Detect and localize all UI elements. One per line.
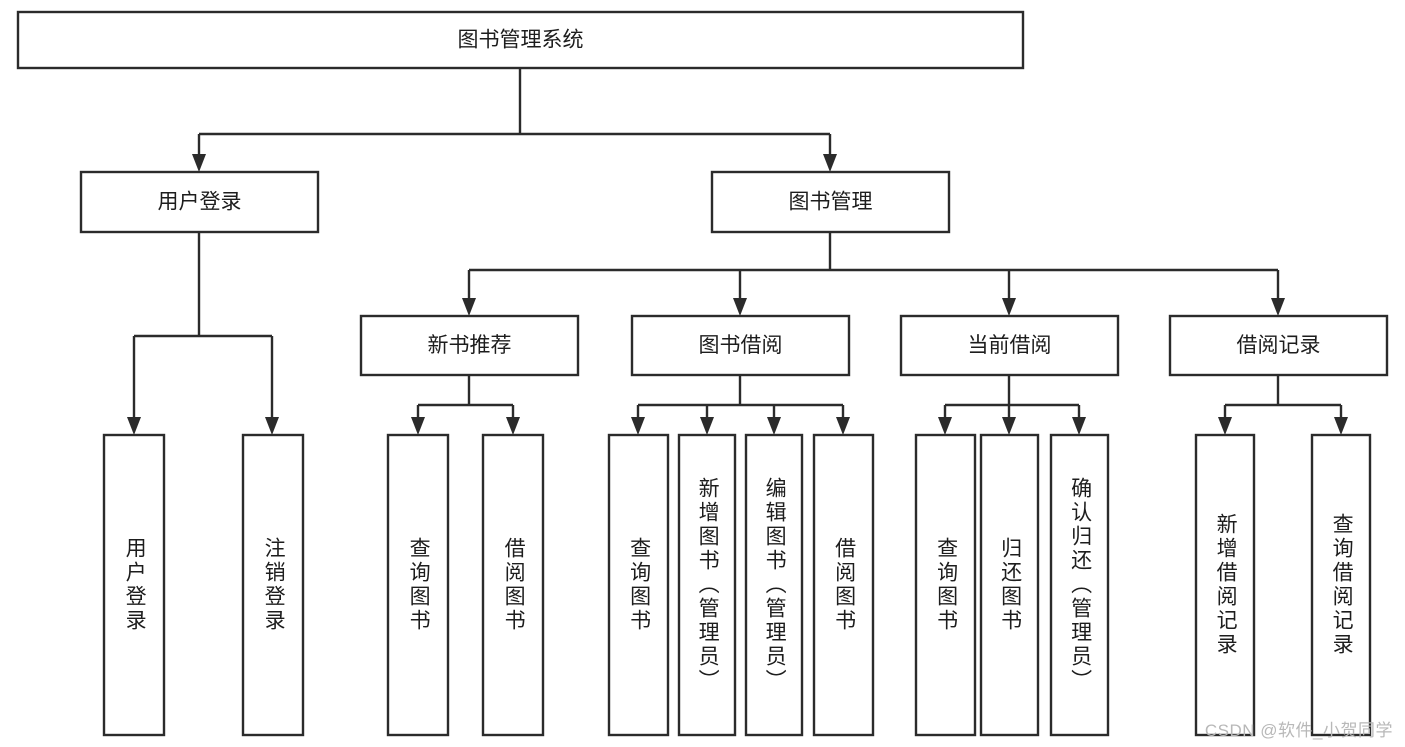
node-box-leaf-query-borrow-record[interactable] <box>1310 433 1372 737</box>
node-box-leaf-confirm-return-admin[interactable] <box>1049 433 1110 737</box>
arrow-head-icon <box>938 417 952 435</box>
node-box-borrow-record[interactable] <box>1168 314 1389 377</box>
node-box-leaf-return-book[interactable] <box>979 433 1040 737</box>
node-box-leaf-logout[interactable] <box>241 433 305 737</box>
arrow-head-icon <box>1002 417 1016 435</box>
node-box-root[interactable] <box>16 10 1025 70</box>
arrow-head-icon <box>506 417 520 435</box>
arrow-head-icon <box>1218 417 1232 435</box>
node-label-current-borrow: 当前借阅 <box>968 334 1052 357</box>
arrow-head-icon <box>631 417 645 435</box>
watermark-text: CSDN @软件_小贺同学 <box>1204 721 1393 740</box>
node-box-new-book-rec[interactable] <box>359 314 580 377</box>
node-label-new-book-rec: 新书推荐 <box>428 334 512 357</box>
connector-conn-bookmanage-split <box>462 232 1285 316</box>
arrow-head-icon <box>767 417 781 435</box>
arrow-head-icon <box>462 298 476 316</box>
connector-conn-root-split <box>192 68 837 172</box>
node-box-leaf-add-book-admin[interactable] <box>677 433 737 737</box>
node-box-current-borrow[interactable] <box>899 314 1120 377</box>
node-label-book-borrow: 图书借阅 <box>699 334 783 357</box>
arrow-head-icon <box>1072 417 1086 435</box>
connector-conn-currentborrow-split <box>938 375 1086 435</box>
boxes-layer <box>16 10 1389 737</box>
node-box-book-manage[interactable] <box>710 170 951 234</box>
node-label-borrow-record: 借阅记录 <box>1237 334 1321 357</box>
arrow-head-icon <box>1334 417 1348 435</box>
node-box-leaf-borrow-book-2[interactable] <box>812 433 875 737</box>
arrow-head-icon <box>411 417 425 435</box>
node-box-leaf-query-book-3[interactable] <box>914 433 977 737</box>
arrow-head-icon <box>265 417 279 435</box>
arrow-head-icon <box>1002 298 1016 316</box>
arrow-head-icon <box>733 298 747 316</box>
connectors-layer <box>127 68 1348 435</box>
arrow-head-icon <box>700 417 714 435</box>
connector-conn-newbook-split <box>411 375 520 435</box>
node-box-leaf-add-borrow-record[interactable] <box>1194 433 1256 737</box>
arrow-head-icon <box>1271 298 1285 316</box>
arrow-head-icon <box>836 417 850 435</box>
node-box-leaf-user-login[interactable] <box>102 433 166 737</box>
node-box-leaf-query-book-1[interactable] <box>386 433 450 737</box>
node-label-root: 图书管理系统 <box>458 29 584 52</box>
arrow-head-icon <box>127 417 141 435</box>
node-box-leaf-query-book-2[interactable] <box>607 433 670 737</box>
arrow-head-icon <box>192 154 206 172</box>
node-label-book-manage: 图书管理 <box>789 191 873 214</box>
node-box-user-login[interactable] <box>79 170 320 234</box>
connector-conn-bookborrow-split <box>631 375 850 435</box>
connector-conn-userlogin-split <box>127 232 279 435</box>
arrow-head-icon <box>823 154 837 172</box>
node-label-user-login: 用户登录 <box>158 191 242 214</box>
node-box-leaf-edit-book-admin[interactable] <box>744 433 804 737</box>
node-box-book-borrow[interactable] <box>630 314 851 377</box>
node-box-leaf-borrow-book-1[interactable] <box>481 433 545 737</box>
connector-conn-borrowrecord-split <box>1218 375 1348 435</box>
